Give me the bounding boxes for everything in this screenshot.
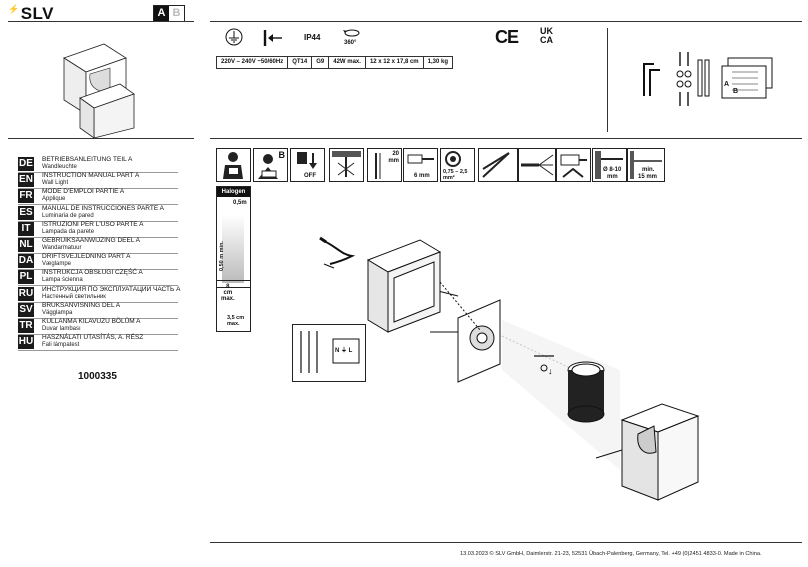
spec-divider <box>607 28 608 132</box>
spec-table: 220V – 240V ~50/60Hz QT14 G9 42W max. 12… <box>216 56 454 69</box>
manual-title: MODE D'EMPLOI PARTIE A <box>42 188 125 196</box>
part-b-badge: B <box>172 7 181 19</box>
language-code: EN <box>18 173 34 188</box>
spec-weight: 1,30 kg <box>427 59 449 65</box>
manual-title: ИНСТРУКЦИЯ ПО ЭКСПЛУАТАЦИИ ЧАСТЬ А <box>42 285 181 293</box>
product-name: Wandarmatuur <box>42 245 82 251</box>
language-code: RU <box>18 286 34 301</box>
top-rule-right <box>210 21 802 22</box>
manual-title: BRUKSANVISNING DEL A <box>42 301 121 309</box>
wire-twist-icon <box>518 148 556 182</box>
power-off-icon: OFF <box>290 148 325 182</box>
language-code: SV <box>18 302 34 317</box>
spec-socket: QT14 <box>288 57 313 68</box>
screws-and-dowels-icon <box>676 52 710 106</box>
product-name: Lampada da parete <box>42 228 95 235</box>
manual-title: ISTRUZIONI PER L'USO PARTE A <box>42 220 144 228</box>
manual-title: GEBRUIKSAANWIJZING DEEL A <box>42 237 141 244</box>
language-code: HU <box>18 335 34 350</box>
cable-length-icon: 20 mm <box>367 148 402 182</box>
manual-title: HASZNÁLATI UTASÍTÁS, A. RÉSZ <box>42 334 144 342</box>
product-name: Applique <box>42 196 66 203</box>
wire-stripping-icon <box>478 148 518 182</box>
language-code: DA <box>18 254 34 269</box>
manual-title: BETRIEBSANLEITUNG TEIL A <box>42 156 133 163</box>
language-code: FR <box>18 189 34 204</box>
product-name: Fali lámpatest <box>42 342 80 349</box>
product-name: Lampa ścienna <box>42 277 83 284</box>
footer-imprint: 13.03.2023 © SLV GmbH, Daimlerstr. 21-23… <box>460 551 762 557</box>
part-indicator: A B <box>153 5 185 22</box>
manual-title: INSTRUKCJA OBSŁUGI CZĘŚĆ A <box>42 269 143 277</box>
part-a-badge: A <box>154 6 169 21</box>
booklet-label-a: A <box>724 81 730 88</box>
product-name: Vägglampa <box>42 309 73 316</box>
min-spacing-icon: min. 15 mm <box>627 148 665 182</box>
brand-logo: ⚡SLV <box>8 4 55 23</box>
product-name: Wall Light <box>42 180 69 187</box>
spec-dimensions: 12 x 12 x 17,8 cm <box>366 57 424 68</box>
drill-hole-icon: Ø 8-10 mm <box>592 148 627 182</box>
electrician-icon <box>216 148 251 182</box>
product-thumbnail <box>63 43 135 138</box>
spec-wattage: 42W max. <box>329 57 366 68</box>
manual-title: MANUAL DE INSTRUCCIONES PARTE A <box>42 204 164 212</box>
bottom-rule <box>210 542 802 543</box>
product-name: Wandleuchte <box>42 164 77 170</box>
article-number: 1000335 <box>78 371 117 382</box>
wire-gauge-icon: 0,75 – 2,5 mm² <box>440 148 475 182</box>
language-code: NL <box>18 238 34 252</box>
manual-title: KULLANMA KILAVUZU BÖLÜM A <box>42 318 141 325</box>
product-name: Væglampe <box>42 261 72 268</box>
ip-rating: IP44 <box>304 33 321 42</box>
rotation-icon <box>343 29 360 37</box>
assembly-diagram: ↓ <box>319 236 700 501</box>
read-manual-icon: B <box>253 148 288 182</box>
wall-mount-icon <box>263 30 282 46</box>
halogen-distance-panel: Halogen 0,5m 0,50 m min. <box>216 186 251 288</box>
wall-cable-icon <box>329 148 364 182</box>
ferrule-crimp-icon <box>556 148 591 182</box>
mid-rule-right <box>210 138 802 139</box>
language-code: TR <box>18 319 34 333</box>
manual-title: DRIFTSVEJLEDNING PART A <box>42 253 131 261</box>
product-name: Duvar lambası <box>42 326 81 332</box>
ce-mark: CE <box>495 27 519 47</box>
booklet-label-b: B <box>733 88 739 95</box>
top-rule-left <box>8 21 194 22</box>
rotation-label: 360° <box>344 40 357 46</box>
language-code: PL <box>18 270 34 285</box>
manual-booklet-icon <box>721 57 773 99</box>
allen-key-icon <box>643 63 660 96</box>
terminal-inset: N ⏚ L <box>292 324 366 382</box>
strip-6mm-icon: 6 mm <box>403 148 438 182</box>
manual-title: INSTRUCTION MANUAL PART A <box>42 172 140 180</box>
mid-rule-left <box>8 138 194 139</box>
spec-voltage: 220V – 240V ~50/60Hz <box>217 57 289 68</box>
language-code: ES <box>18 205 34 220</box>
product-name: Luminaria de pared <box>42 212 94 219</box>
language-code: IT <box>18 221 34 236</box>
product-name: Настенный светильник <box>42 293 106 300</box>
ground-symbol-icon <box>225 28 243 46</box>
svg-text:↓: ↓ <box>548 366 553 376</box>
language-code: DE <box>18 157 34 171</box>
spec-base: G9 <box>312 57 330 68</box>
